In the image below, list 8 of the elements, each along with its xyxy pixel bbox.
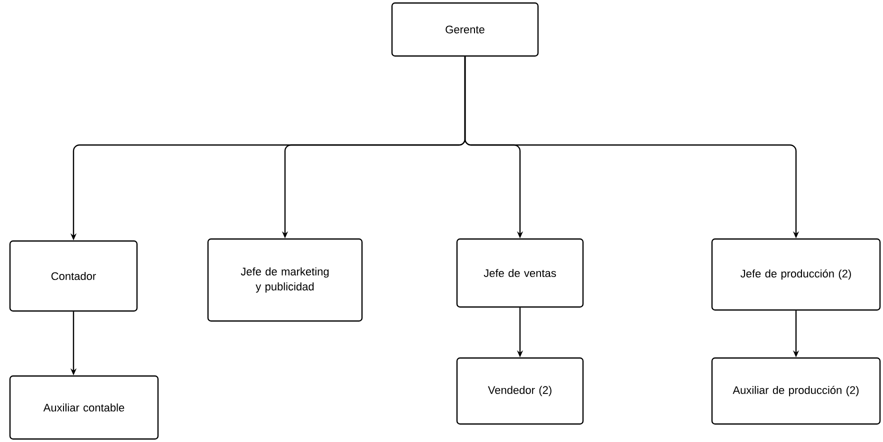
org-box: Jefe de marketing y publicidad xyxy=(207,238,363,322)
org-box: Jefe de ventas xyxy=(456,238,584,308)
org-box: Gerente xyxy=(391,2,539,57)
org-box: Jefe de producción (2) xyxy=(711,238,881,311)
org-box: Vendedor (2) xyxy=(456,357,584,425)
org-box: Auxiliar de producción (2) xyxy=(711,357,881,425)
org-box: Auxiliar contable xyxy=(9,375,159,440)
org-box: Contador xyxy=(9,240,138,312)
